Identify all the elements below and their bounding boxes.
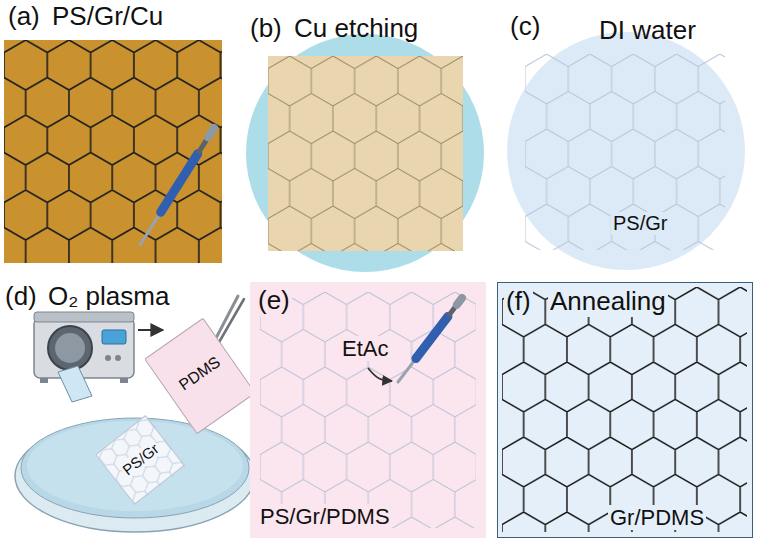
- annealing-panel: (f) AnnealingGr/PDMS: [497, 282, 753, 538]
- pipette-button: [208, 128, 214, 137]
- pipette-button: [457, 298, 462, 305]
- transfer-arrow: [138, 329, 163, 331]
- panel-letter: (c): [510, 12, 540, 42]
- graphene-lattice: [502, 287, 747, 532]
- pipette: [398, 298, 462, 382]
- panel-art: [246, 34, 484, 272]
- etching-bath: (b)Cu etching: [246, 34, 484, 272]
- transfer-panel: (e) EtAcPS/Gr/PDMS: [250, 282, 486, 538]
- pipette-body: [161, 154, 198, 213]
- node-label: Annealing: [548, 287, 668, 317]
- graphene-lattice: [268, 56, 463, 251]
- node-label: EtAc: [340, 336, 390, 361]
- node-label: DI water: [599, 16, 696, 46]
- pipette: [140, 128, 214, 245]
- graphene-lattice: [525, 54, 725, 250]
- ps-graphene-film: PS/Gr: [95, 415, 185, 505]
- node-label: Cu etching: [294, 14, 418, 44]
- glass-slide: [58, 366, 92, 402]
- tweezers: [214, 296, 244, 344]
- node-label: PDMS: [176, 353, 224, 395]
- panel-letter: (e): [256, 286, 292, 316]
- panel-letter: (d): [5, 282, 37, 312]
- panel-art: [498, 283, 754, 539]
- panel-letter: (f): [504, 287, 533, 317]
- pipette-body: [416, 316, 448, 358]
- node-label: PS/Gr/Cu: [52, 2, 163, 32]
- node-label: PS/Gr/PDMS: [258, 504, 392, 529]
- copper-panel: (a)PS/Gr/Cu: [4, 40, 222, 263]
- plasma-machine: [34, 312, 134, 383]
- water-bath: (c)DI waterPS/Gr: [507, 32, 745, 270]
- drop-arrow: [368, 368, 392, 381]
- graphene-lattice: [4, 40, 222, 263]
- pdms-slab: PDMS: [144, 318, 256, 435]
- node-label: Gr/PDMS: [608, 505, 706, 530]
- substrate-fill: [4, 40, 222, 263]
- panel-art: [250, 282, 486, 538]
- node-label: PS/Gr: [611, 212, 669, 235]
- panel-art: [4, 40, 222, 263]
- graphene-lattice: [96, 415, 186, 505]
- substrate-fill: [268, 56, 463, 251]
- graphene-lattice: [260, 292, 476, 528]
- panel-letter: (a): [8, 2, 40, 32]
- step-title: O₂ plasma: [48, 282, 169, 312]
- panel-letter: (b): [250, 14, 282, 44]
